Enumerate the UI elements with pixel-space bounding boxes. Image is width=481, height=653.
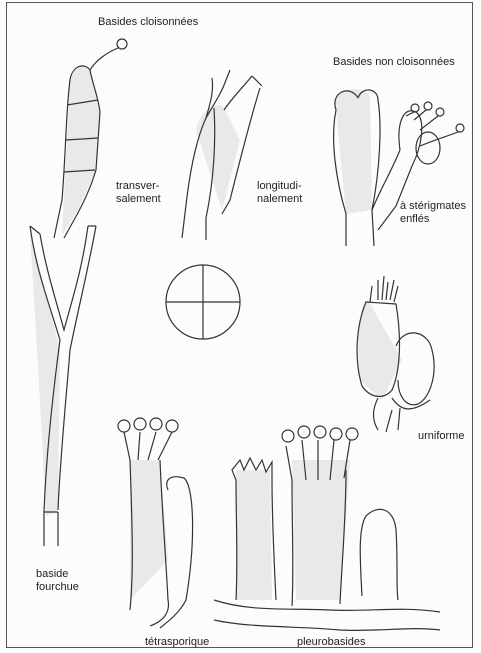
label-tetrasporique: tétrasporique (145, 636, 209, 649)
label-longitudinalement: longitudi- nalement (257, 180, 302, 206)
tetrasporic-basidium (118, 418, 193, 628)
forked-basidium (30, 226, 96, 546)
label-sterigmates-enfles: à stérigmates enflés (400, 200, 466, 226)
urniform-basidium (357, 276, 434, 432)
pleurobasidia (214, 426, 440, 630)
label-pleurobasides: pleurobasides (297, 636, 366, 649)
transverse-septate-basidium (54, 39, 127, 238)
label-basides-non-cloisonnees: Basides non cloisonnées (333, 56, 455, 69)
cross-section-circle (166, 265, 240, 339)
longitudinal-septate-basidium (182, 70, 262, 240)
label-baside-fourchue: baside fourchue (36, 568, 79, 594)
label-basides-cloisonnees: Basides cloisonnées (98, 16, 198, 29)
label-urniforme: urniforme (418, 430, 464, 443)
label-transversalement: transver- salement (116, 180, 161, 206)
